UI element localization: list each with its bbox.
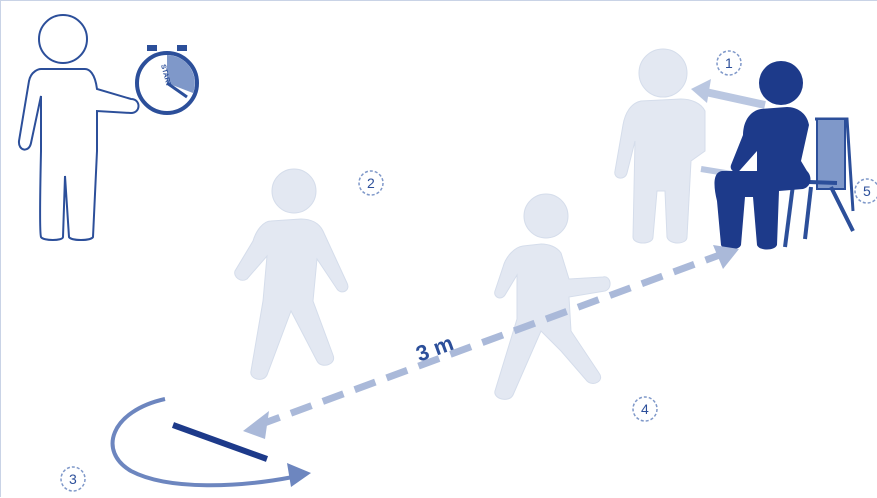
step-badge-5: 5 (855, 179, 877, 203)
walking-figure-step-2 (235, 169, 348, 379)
stopwatch-icon: START (137, 45, 197, 113)
distance-label: 3 m (413, 330, 457, 366)
step-badge-3: 3 (61, 467, 85, 491)
step-badge-2: 2 (359, 171, 383, 195)
step-badge-1: 1 (717, 51, 741, 75)
standing-figure-step-1 (615, 49, 705, 243)
svg-text:2: 2 (367, 175, 375, 191)
step-badge-4: 4 (633, 397, 657, 421)
svg-text:5: 5 (863, 183, 871, 199)
turnaround-marker (113, 399, 311, 487)
seated-figure-step-5 (715, 61, 811, 250)
svg-text:3: 3 (69, 471, 77, 487)
svg-text:1: 1 (725, 55, 733, 71)
examiner-figure (19, 15, 139, 240)
svg-text:4: 4 (641, 401, 649, 417)
walking-figure-step-4 (495, 194, 610, 399)
